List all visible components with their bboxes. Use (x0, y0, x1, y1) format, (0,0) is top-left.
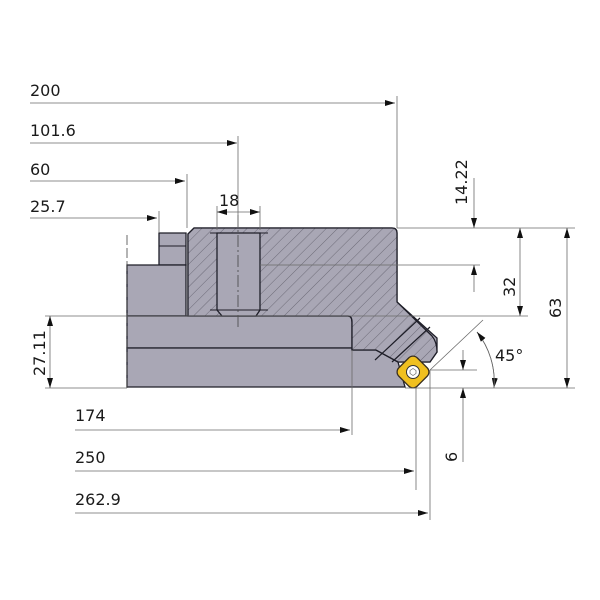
dim-262-9: 262.9 (75, 490, 121, 509)
dim-6: 6 (442, 452, 461, 462)
dim-14-22: 14.22 (452, 159, 471, 205)
dim-angle-45: 45° (495, 346, 523, 365)
dim-200: 200 (30, 81, 61, 100)
center-bore (216, 232, 261, 317)
dim-60: 60 (30, 160, 50, 179)
shank-key (158, 232, 187, 266)
dim-25-7: 25.7 (30, 197, 66, 216)
dimension-lines (30, 96, 575, 520)
dim-174: 174 (75, 406, 106, 425)
dim-27-11: 27.11 (30, 330, 49, 376)
dim-18: 18 (219, 191, 239, 210)
insert (396, 355, 430, 389)
dim-101-6: 101.6 (30, 121, 76, 140)
body-middle (126, 315, 353, 349)
dim-250: 250 (75, 448, 106, 467)
body-upper-left (126, 264, 187, 317)
cutter-body (126, 215, 438, 390)
body-lower (126, 347, 406, 388)
dim-63: 63 (546, 298, 565, 318)
dim-32: 32 (500, 277, 519, 297)
